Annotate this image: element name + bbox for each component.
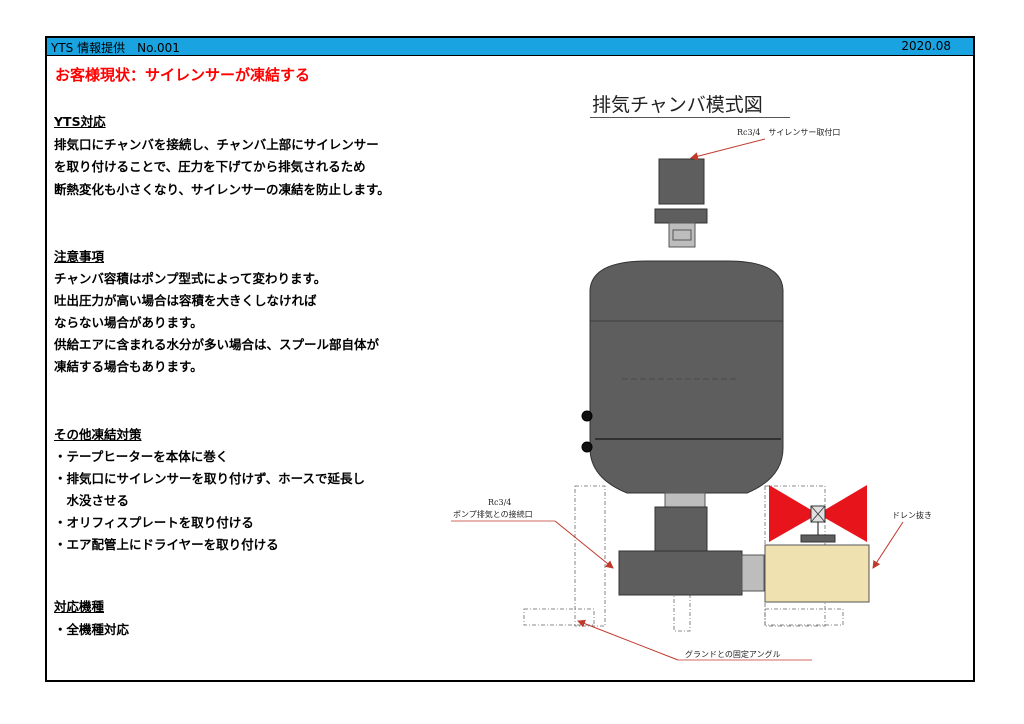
diagram-title: 排気チャンバ模式図: [592, 94, 763, 116]
chamber-diagram: [451, 138, 904, 661]
doc-number: YTS 情報提供 No.001: [51, 41, 180, 55]
caution-line: 供給エアに含まれる水分が多い場合は、スプール部自体が: [54, 337, 380, 352]
vessel-port-upper: [581, 410, 593, 422]
section-heading-response: YTS対応: [54, 114, 106, 129]
response-line: 排気口にチャンバを接続し、チャンバ上部にサイレンサー: [54, 137, 379, 152]
chamber-vessel: [589, 260, 784, 494]
leader-pump-port: [554, 520, 614, 569]
caution-line: チャンバ容積はポンプ型式によって変わります。: [54, 271, 327, 286]
section-heading-models: 対応機種: [54, 599, 105, 614]
valve-stem-plate: [800, 534, 836, 543]
upper-nipple-hex: [672, 229, 692, 241]
angle-dashed-outline: [574, 485, 606, 627]
measure-line: ・エア配管上にドライヤーを取り付ける: [54, 537, 279, 552]
valve-handle-left: [769, 485, 818, 542]
valve-handle-right: [818, 485, 867, 542]
caution-line: ならない場合があります。: [54, 315, 203, 330]
right-foot-outline: [764, 608, 844, 626]
vessel-port-lower: [581, 441, 593, 453]
angle-callout: グランドとの固定アングル: [685, 650, 781, 659]
doc-date: 2020.08: [901, 39, 951, 53]
caution-line: 凍結する場合もあります。: [54, 359, 203, 374]
section-heading-other-measures: その他凍結対策: [54, 427, 142, 442]
side-nipple: [741, 554, 765, 592]
measure-line: ・オリフィスプレートを取り付ける: [54, 515, 254, 530]
response-line: 断熱変化も小さくなり、サイレンサーの凍結を防止します。: [54, 182, 390, 197]
measure-line: ・排気口にサイレンサーを取り付けず、ホースで延長し: [54, 471, 366, 486]
leader-angle: [577, 619, 679, 661]
silencer-port-callout: Rc3/4 サイレンサー取付口: [737, 128, 841, 137]
lower-nipple: [664, 492, 706, 508]
header-bar: YTS 情報提供 No.001 2020.08: [47, 38, 973, 56]
angle-foot-outline: [523, 608, 595, 626]
info-sheet: YTS 情報提供 No.001 2020.08 お客様現状：サイレンサーが凍結す…: [45, 36, 975, 682]
drain-callout: ドレン抜き: [892, 511, 932, 520]
pump-port-callout: ポンプ排気との接続口: [453, 510, 533, 519]
caution-line: 吐出圧力が高い場合は容積を大きくしなければ: [54, 293, 317, 308]
silencer-flange: [654, 208, 708, 224]
tee-body: [618, 550, 743, 596]
section-heading-cautions: 注意事項: [54, 249, 105, 264]
leader-silencer-port: [690, 138, 766, 161]
silencer: [658, 158, 705, 205]
measure-line: ・テープヒーターを本体に巻く: [54, 449, 229, 464]
response-line: を取り付けることで、圧力を下げてから排気されるため: [54, 159, 366, 174]
measure-line: 水没させる: [54, 493, 130, 508]
models-line: ・全機種対応: [54, 622, 130, 637]
drain-valve-body: [764, 544, 870, 603]
leader-drain: [872, 521, 904, 569]
tee-upper: [654, 506, 708, 556]
issue-title: お客様現状：サイレンサーが凍結する: [55, 66, 311, 84]
title-underline: [590, 117, 790, 118]
pump-port-size-callout: Rc3/4: [488, 498, 512, 507]
